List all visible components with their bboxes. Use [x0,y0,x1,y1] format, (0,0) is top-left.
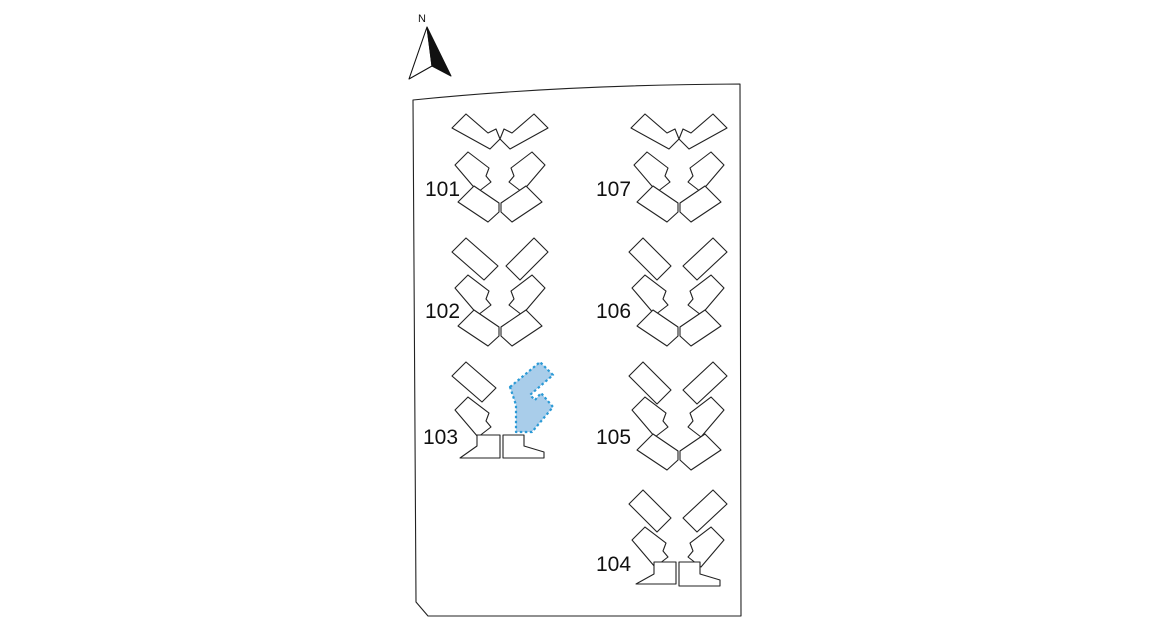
selected-unit-highlight[interactable] [508,360,555,434]
north-arrow-icon: N [408,13,452,80]
building-101[interactable]: 101 [425,113,549,223]
building-104[interactable]: 104 [596,489,728,587]
building-label-101: 101 [425,178,460,201]
building-103[interactable]: 103 [423,360,555,459]
building-label-106: 106 [596,300,631,323]
building-label-105: 105 [596,426,631,449]
building-label-107: 107 [596,178,631,201]
building-label-103: 103 [423,426,458,449]
building-106[interactable]: 106 [596,237,728,347]
building-label-104: 104 [596,553,631,576]
north-label: N [418,13,426,25]
building-107[interactable]: 107 [596,113,728,223]
building-label-102: 102 [425,300,460,323]
building-102[interactable]: 102 [425,237,549,347]
building-105[interactable]: 105 [596,361,728,471]
